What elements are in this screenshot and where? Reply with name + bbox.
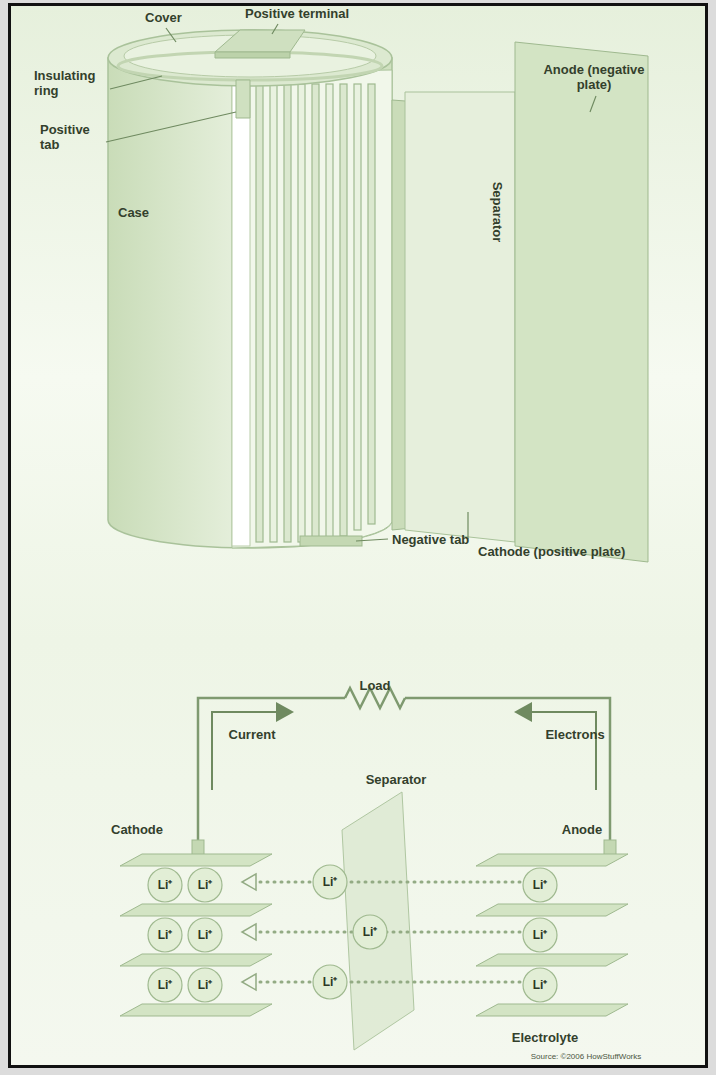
part-label: Cover — [145, 10, 182, 25]
ion-label: Li⁺ — [198, 878, 213, 893]
part-label: Separator — [490, 182, 505, 243]
part-label: Electrolyte — [512, 1030, 578, 1045]
part-label: Case — [118, 205, 149, 220]
part-label: Anode (negative plate) — [535, 62, 653, 92]
ion-label: Li⁺ — [323, 875, 338, 890]
part-label: Insulating ring — [34, 68, 110, 98]
part-label: Load — [359, 678, 390, 693]
part-label: Anode — [562, 822, 602, 837]
ion-label: Li⁺ — [363, 925, 378, 940]
part-label: Positive tab — [40, 122, 104, 152]
part-label: Cathode — [111, 822, 163, 837]
ion-label: Li⁺ — [198, 928, 213, 943]
ion-label: Li⁺ — [158, 978, 173, 993]
source-note: Source: ©2006 HowStuffWorks — [531, 1049, 642, 1064]
part-label: Current — [229, 727, 276, 742]
ion-label: Li⁺ — [158, 928, 173, 943]
ion-label: Li⁺ — [533, 928, 548, 943]
ion-label: Li⁺ — [158, 878, 173, 893]
ion-label: Li⁺ — [198, 978, 213, 993]
part-label: Separator — [366, 772, 427, 787]
ion-label: Li⁺ — [533, 878, 548, 893]
ion-label: Li⁺ — [323, 975, 338, 990]
part-label: Negative tab — [392, 532, 469, 547]
part-label: Positive terminal — [245, 6, 349, 21]
part-label: Cathode (positive plate) — [478, 544, 625, 559]
ion-label: Li⁺ — [533, 978, 548, 993]
part-label: Electrons — [545, 727, 604, 742]
